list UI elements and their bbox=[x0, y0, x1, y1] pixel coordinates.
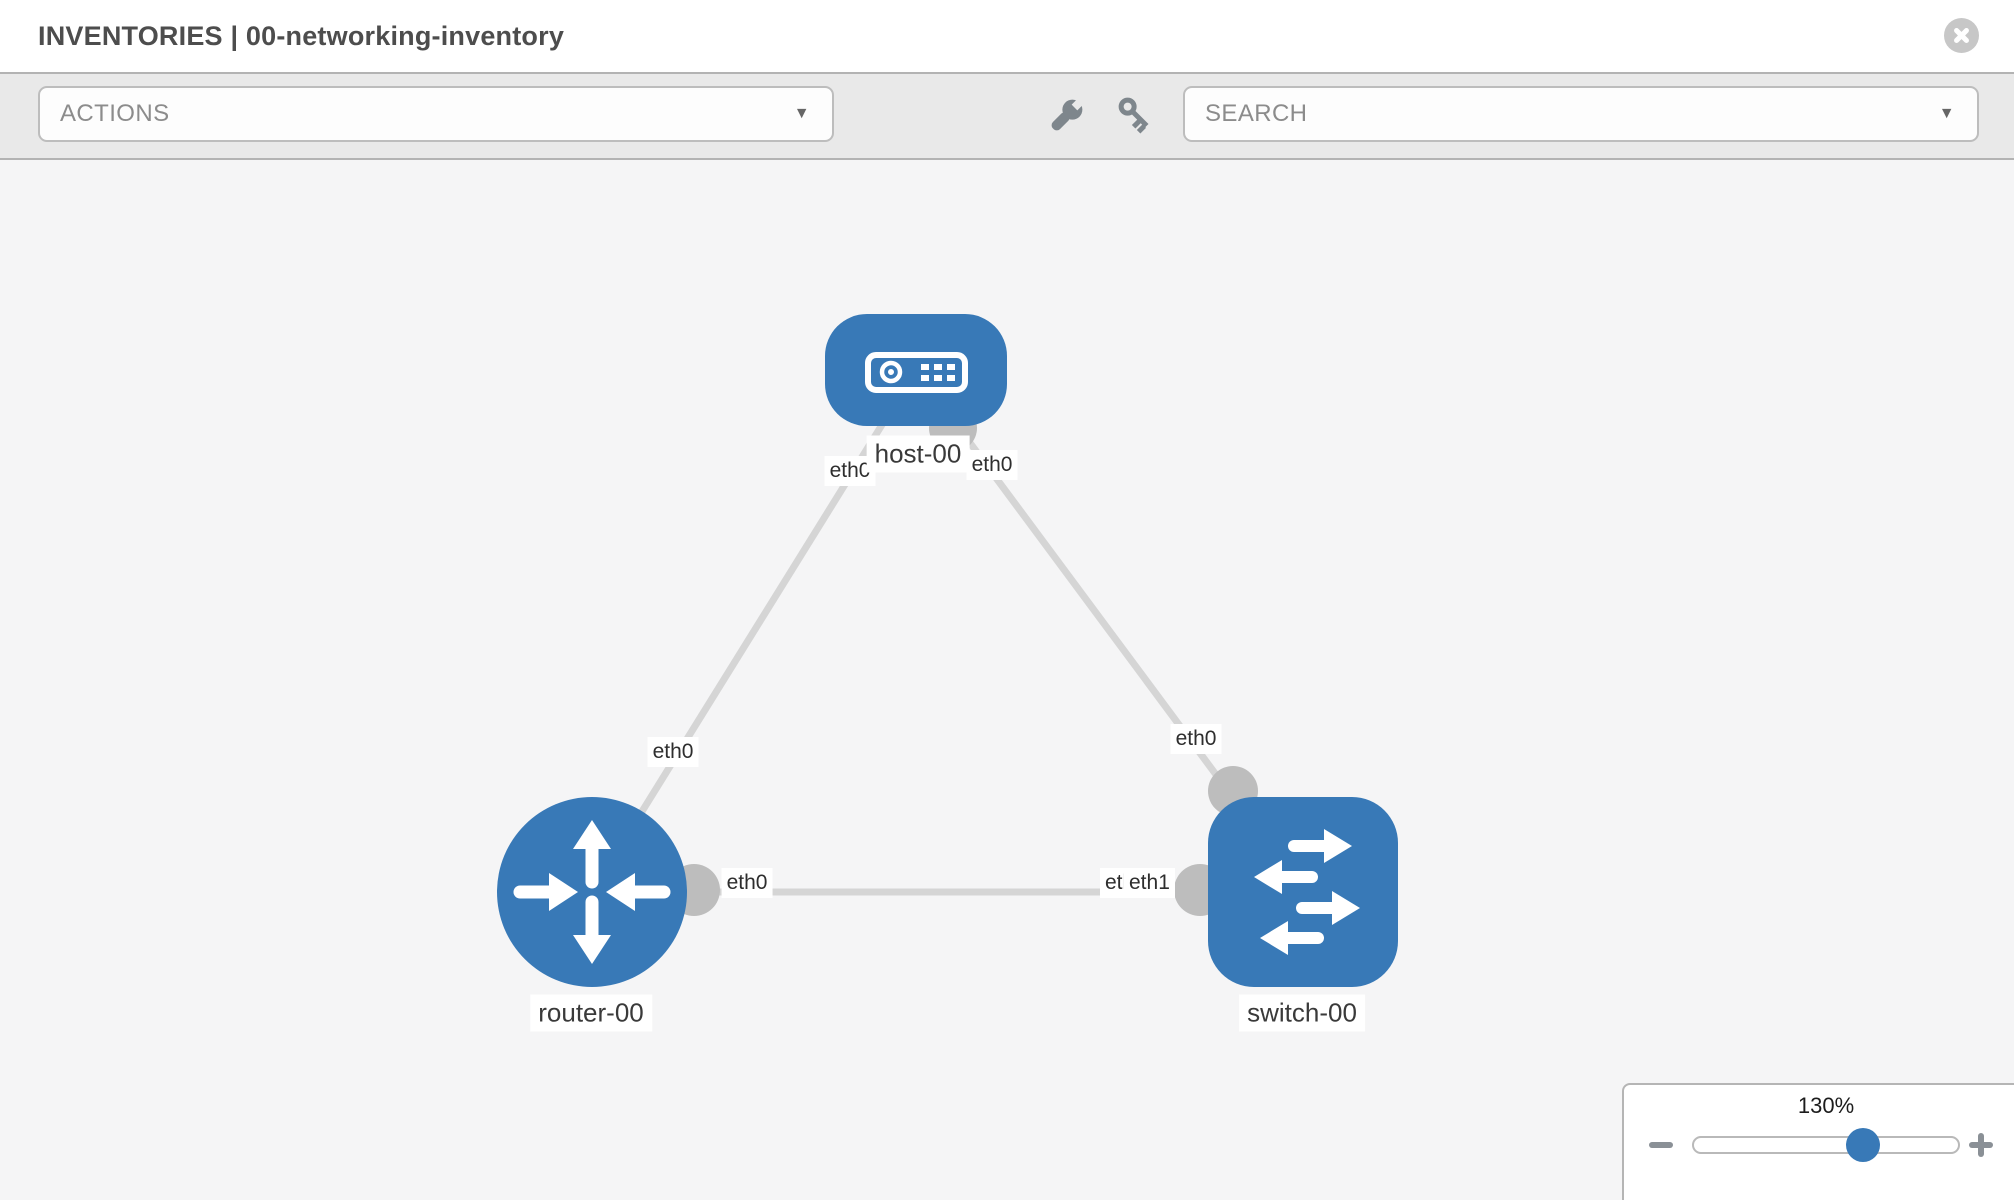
interface-label: eth0 bbox=[824, 456, 876, 486]
zoom-slider-thumb[interactable] bbox=[1846, 1128, 1880, 1162]
node-router-00[interactable] bbox=[497, 797, 687, 987]
interface-label: eth0 bbox=[721, 868, 773, 898]
node-host-00[interactable] bbox=[825, 314, 1007, 426]
zoom-level: 130% bbox=[1797, 1093, 1855, 1118]
router-icon bbox=[513, 820, 671, 964]
interface-label: eth1 bbox=[1124, 868, 1175, 898]
node-label-host: host-00 bbox=[866, 435, 970, 473]
node-switch-00[interactable] bbox=[1208, 797, 1398, 987]
header: INVENTORIES | 00-networking-inventory bbox=[0, 0, 2014, 72]
node-label-switch: switch-00 bbox=[1239, 994, 1365, 1032]
plus-icon[interactable] bbox=[1968, 1132, 1994, 1158]
minus-icon[interactable] bbox=[1648, 1132, 1674, 1158]
interface-label: eth0 bbox=[966, 450, 1018, 480]
page-title: INVENTORIES | 00-networking-inventory bbox=[38, 21, 565, 51]
switch-icon bbox=[1254, 829, 1360, 955]
zoom-panel: 130% bbox=[1622, 1083, 2014, 1200]
topology-canvas[interactable] bbox=[0, 160, 2014, 1200]
interface-label: eth0 bbox=[647, 737, 699, 767]
key-icon[interactable] bbox=[1116, 95, 1156, 135]
actions-dropdown-label: ACTIONS bbox=[60, 100, 170, 127]
zoom-slider-track[interactable] bbox=[1692, 1136, 1960, 1154]
search-dropdown-label: SEARCH bbox=[1205, 100, 1308, 127]
search-dropdown[interactable]: SEARCH ▼ bbox=[1183, 86, 1979, 142]
actions-dropdown[interactable]: ACTIONS ▼ bbox=[38, 86, 834, 142]
topology-svg bbox=[497, 314, 1398, 987]
caret-down-icon: ▼ bbox=[1938, 105, 1955, 122]
caret-down-icon: ▼ bbox=[793, 105, 810, 122]
wrench-icon[interactable] bbox=[1046, 95, 1086, 135]
node-label-router: router-00 bbox=[530, 994, 652, 1032]
toolbar: ACTIONS ▼ SEARCH ▼ bbox=[0, 72, 2014, 160]
close-icon[interactable] bbox=[1944, 18, 1979, 53]
host-icon bbox=[865, 352, 968, 393]
interface-label: eth0 bbox=[1170, 724, 1222, 754]
